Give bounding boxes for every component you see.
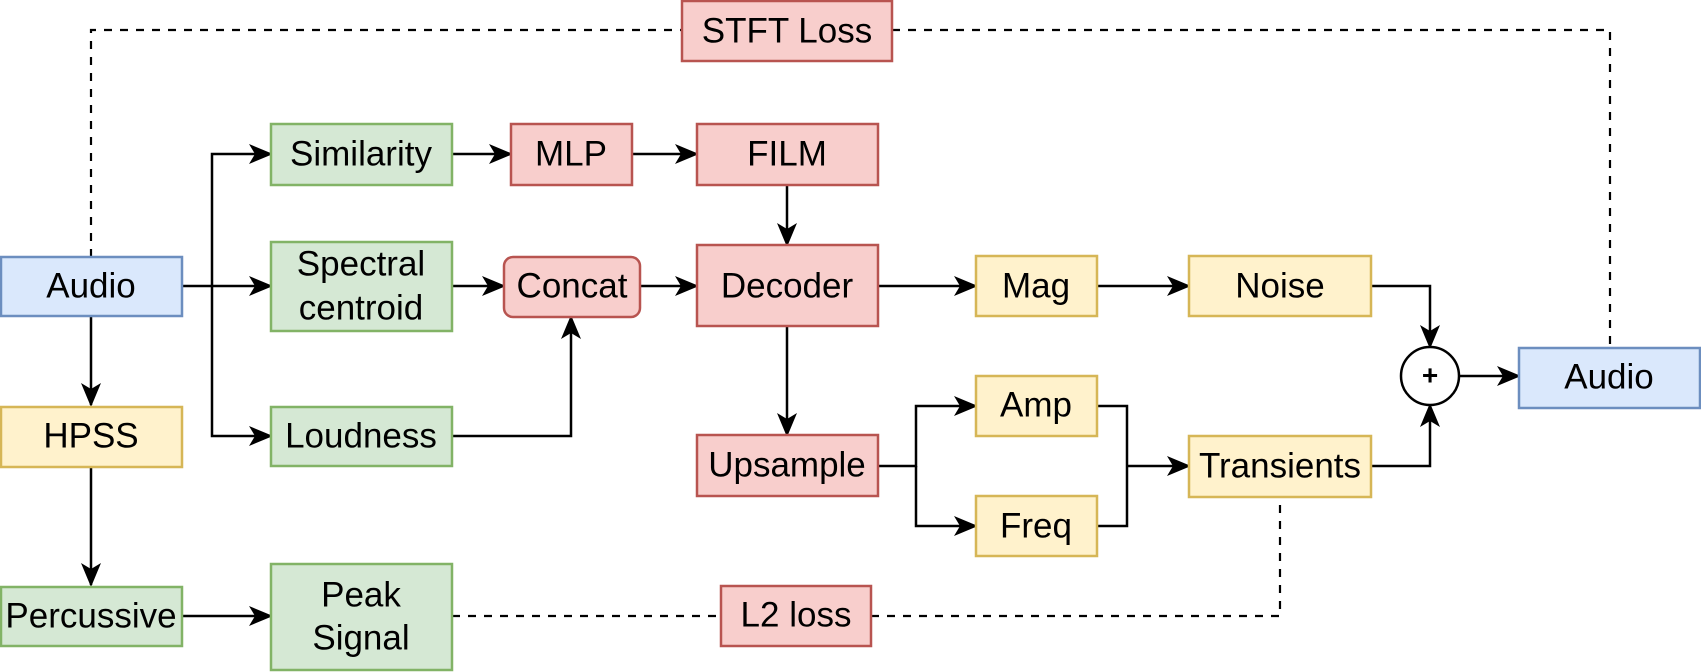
amp-label: Amp — [1000, 386, 1072, 425]
film-label: FILM — [747, 135, 827, 174]
decoder-box: Decoder — [695, 243, 880, 328]
upsample-box: Upsample — [695, 433, 880, 498]
similarity-label: Similarity — [290, 135, 432, 174]
similarity-box: Similarity — [269, 122, 454, 187]
edge-audio-similarity — [210, 144, 273, 286]
loudness-label: Loudness — [285, 417, 437, 456]
mag-label: Mag — [1002, 267, 1070, 306]
edges — [81, 144, 1521, 626]
edge-audio-loudness — [210, 286, 273, 446]
stft-loss-box: STFT Loss — [680, 0, 894, 63]
noise-label: Noise — [1235, 267, 1324, 306]
noise-box: Noise — [1187, 254, 1373, 318]
amp-box: Amp — [974, 374, 1099, 438]
freq-box: Freq — [974, 494, 1099, 558]
spectral-centroid-label-line2: centroid — [299, 289, 424, 328]
freq-label: Freq — [1000, 507, 1072, 546]
decoder-label: Decoder — [721, 267, 854, 306]
mlp-box: MLP — [509, 122, 634, 187]
spectral-centroid-box: Spectral centroid — [269, 240, 454, 333]
film-box: FILM — [695, 122, 880, 187]
sum-node: + — [1399, 345, 1461, 407]
mag-box: Mag — [974, 254, 1099, 318]
peak-signal-box: Peak Signal — [269, 562, 454, 672]
hpss-box: HPSS — [0, 405, 184, 469]
audio-input-box: Audio — [0, 255, 184, 318]
edge-amp-freq-merge — [1097, 404, 1129, 528]
l2-loss-label: L2 loss — [741, 596, 852, 635]
audio-output-label: Audio — [1564, 358, 1654, 397]
concat-label: Concat — [517, 267, 628, 306]
transients-label: Transients — [1199, 447, 1361, 486]
transients-box: Transients — [1187, 434, 1373, 499]
loudness-box: Loudness — [269, 405, 454, 468]
percussive-label: Percussive — [5, 597, 176, 636]
edge-loudness-concat — [452, 315, 581, 438]
upsample-label: Upsample — [708, 446, 866, 485]
peak-signal-label-line1: Peak — [321, 576, 401, 615]
edge-upsample-amp — [878, 396, 978, 468]
mlp-label: MLP — [535, 135, 607, 174]
concat-box: Concat — [502, 255, 642, 319]
audio-output-box: Audio — [1517, 346, 1701, 410]
stft-loss-right-line — [892, 28, 1612, 348]
l2-loss-connections — [452, 497, 1282, 618]
edge-transients-sum — [1371, 403, 1440, 468]
audio-input-label: Audio — [46, 267, 136, 306]
stft-loss-connections — [89, 28, 1612, 348]
hpss-label: HPSS — [43, 417, 138, 456]
spectral-centroid-label-line1: Spectral — [297, 245, 425, 284]
edge-noise-sum — [1371, 284, 1440, 349]
edge-upsample-freq — [914, 466, 978, 536]
percussive-box: Percussive — [0, 585, 184, 648]
stft-loss-label: STFT Loss — [702, 12, 873, 51]
stft-loss-left-line — [89, 28, 682, 257]
l2-loss-box: L2 loss — [719, 584, 873, 648]
plus-icon: + — [1422, 360, 1438, 391]
peak-signal-label-line2: Signal — [312, 619, 409, 658]
